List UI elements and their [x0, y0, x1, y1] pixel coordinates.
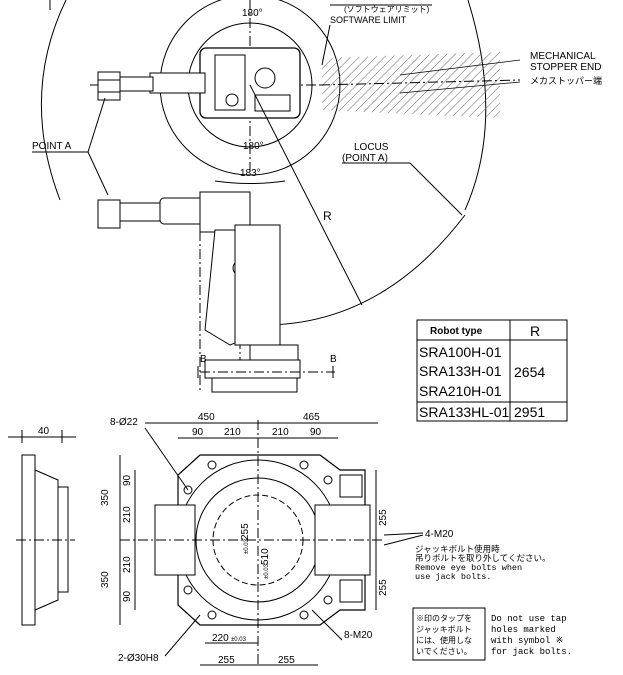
dim-bottom-255-left: 255 — [218, 655, 235, 666]
dim-pin-220-tol: ±0.03 — [231, 637, 247, 643]
dim-right-255-bot: 255 — [378, 579, 389, 596]
dim-pin-holes: 2-Ø30H8 — [118, 653, 159, 664]
angle-top-label: 180° — [242, 8, 263, 19]
dim-90-a: 90 — [192, 427, 204, 438]
dim-v350-top: 350 — [100, 489, 111, 506]
jack-jp-1: ジャッキボルト使用時 — [415, 544, 500, 555]
radius-label: R — [323, 209, 332, 223]
jack-count: 4-M20 — [425, 529, 454, 540]
mech-stopper-label-1: MECHANICAL — [530, 51, 596, 62]
dim-v210-bot: 210 — [122, 556, 133, 573]
dim-v90-bot: 90 — [122, 590, 133, 602]
symbol-en-3: with symbol ※ — [491, 636, 563, 646]
dim-center-255-tol: ±0.03 — [244, 538, 250, 554]
dim-hole-dia: 8-Ø22 — [110, 417, 138, 428]
table-header-r: R — [530, 323, 540, 339]
symbol-jp-1: ※印のタップを — [416, 614, 472, 624]
software-limit-jp: (ソフトウェアリミット) — [344, 5, 430, 14]
table-r-value-1: 2654 — [514, 364, 545, 380]
dim-pin-220: 220 — [212, 633, 229, 644]
mech-stopper-label-2: STOPPER END — [530, 62, 602, 73]
table-model-4: SRA133HL-01 — [419, 404, 509, 420]
locus-label: LOCUS — [354, 142, 389, 153]
table-r-value-2: 2951 — [514, 404, 545, 420]
base-section-view: 40 — [8, 426, 76, 626]
table-model-3: SRA210H-01 — [419, 383, 502, 399]
mech-stopper-jp: メカストッパー端 — [530, 75, 602, 86]
jack-bolt-note: 4-M20 ジャッキボルト使用時 吊りボルトを取り外してください。 Remove… — [383, 529, 551, 582]
symbol-jp-2: ジャッキボルト — [416, 625, 472, 635]
dim-v350-bot: 350 — [100, 571, 111, 588]
dim-210-a: 210 — [224, 427, 241, 438]
side-column — [234, 224, 281, 346]
outer-locus-arc — [40, 0, 67, 201]
jack-jp-2: 吊りボルトを取り外してください。 — [415, 553, 551, 564]
side-base — [204, 359, 301, 379]
symbol-jp-3: には、使用しな — [416, 635, 472, 646]
robot-top-wrist — [97, 71, 121, 101]
dim-v210-top: 210 — [122, 506, 133, 523]
side-view: B B — [97, 191, 337, 393]
dim-center-255: 255 — [240, 523, 251, 540]
angle-mid-label: 180° — [243, 141, 264, 152]
table-model-2: SRA133H-01 — [419, 363, 502, 379]
dim-center-510-tol: ±0.03 — [264, 563, 270, 579]
side-dim-40: 40 — [38, 426, 50, 437]
dim-center-510: 510 — [260, 548, 271, 565]
section-b-left: B — [200, 354, 207, 365]
software-limit-label: SOFTWARE LIMIT — [330, 15, 407, 25]
robot-top-arm — [149, 72, 206, 94]
symbol-en-2: holes marked — [491, 625, 556, 635]
point-a-label: POINT A — [32, 141, 72, 152]
dim-right-255-top: 255 — [378, 509, 389, 526]
table-header-type: Robot type — [430, 326, 483, 337]
locus-point-label: (POINT A) — [342, 153, 388, 164]
dim-v90-top: 90 — [122, 474, 133, 486]
top-view: 180° 180° 183° (ソフトウェアリミット) SOFTWARE LIM… — [32, 0, 602, 326]
section-b-right: B — [330, 354, 337, 365]
symbol-jp-4: いでください。 — [416, 647, 472, 657]
base-plan-view: 450 465 90 210 210 90 8-Ø22 350 90 210 2… — [100, 412, 389, 666]
table-model-1: SRA100H-01 — [419, 344, 502, 360]
side-wrist — [97, 199, 121, 229]
symbol-en-4: for jack bolts. — [491, 647, 572, 657]
jack-en-1: Remove eye bolts when — [415, 563, 522, 573]
radius-line — [249, 84, 363, 306]
angle-bottom-label: 183° — [240, 168, 261, 179]
dim-210-b: 210 — [272, 427, 289, 438]
stopper-hatch — [322, 52, 500, 118]
dim-width-right: 465 — [303, 412, 320, 423]
dim-width-left: 450 — [198, 412, 215, 423]
robot-type-table: Robot type R SRA100H-01 SRA133H-01 SRA21… — [416, 319, 568, 422]
symbol-en-1: Do not use tap — [491, 614, 567, 624]
dim-m20-holes: 8-M20 — [344, 630, 373, 641]
dim-90-b: 90 — [310, 427, 322, 438]
jack-en-2: use jack bolts. — [415, 572, 492, 582]
dim-bottom-255-right: 255 — [278, 655, 295, 666]
symbol-note: ※印のタップを ジャッキボルト には、使用しな いでください。 Do not u… — [412, 607, 572, 661]
